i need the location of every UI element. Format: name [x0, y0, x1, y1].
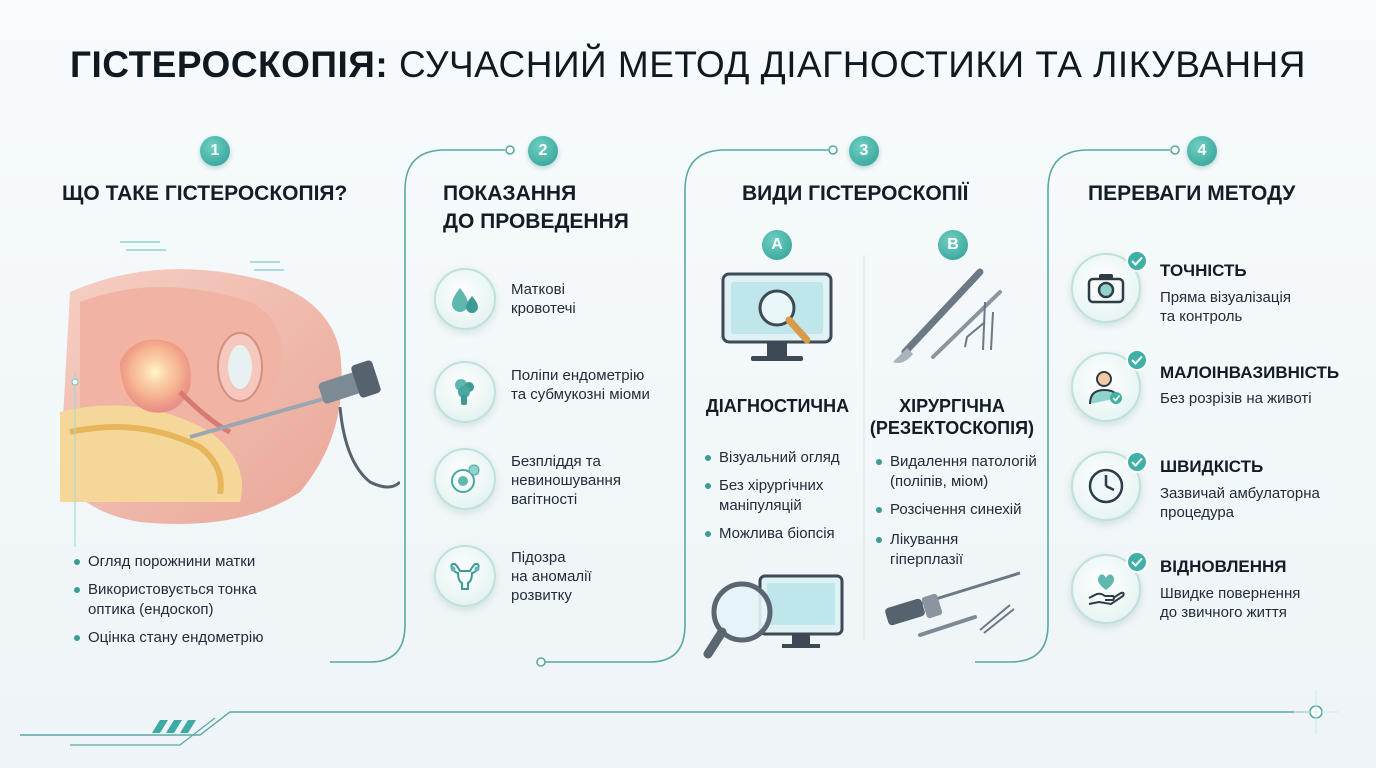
list-item: Можлива біопсія	[705, 524, 835, 544]
list-item: Візуальний огляд	[705, 448, 840, 468]
check-icon	[1126, 451, 1148, 473]
droplets-icon	[434, 268, 496, 330]
surgical-instruments-icon	[893, 268, 1002, 363]
connector-3-4	[975, 149, 1170, 663]
person-icon	[1071, 352, 1141, 422]
advantage-2-title: МАЛОІНВАЗИВНІСТЬ	[1160, 363, 1340, 382]
advantage-4-title: ВІДНОВЛЕННЯ	[1160, 557, 1287, 576]
section4-heading: ПЕРЕВАГИ МЕТОДУ	[1088, 182, 1296, 205]
clock-icon	[1071, 451, 1141, 521]
step-number-2: 2	[528, 136, 558, 166]
step-number-3: 3	[849, 136, 879, 166]
list-item: Видалення патологій(поліпів, міом)	[876, 452, 1037, 492]
check-icon	[1126, 349, 1148, 371]
connector-2-3	[545, 149, 828, 663]
connector-1-2	[330, 149, 505, 663]
step-number-4: 4	[1187, 136, 1217, 166]
type-b-bullets: Видалення патологій(поліпів, міом) Розсі…	[876, 452, 1048, 572]
type-b-title: ХІРУРГІЧНА(РЕЗЕКТОСКОПІЯ)	[869, 396, 1035, 438]
uterus-icon	[434, 545, 496, 607]
polyp-icon	[434, 361, 496, 423]
type-b-badge: B	[938, 230, 968, 260]
anatomy-illustration	[60, 241, 400, 547]
section1-bullets: Огляд порожнини матки Використовується т…	[62, 552, 362, 662]
section3-heading: ВИДИ ГІСТЕРОСКОПІЇ	[742, 182, 969, 205]
title-bold: ГІСТЕРОСКОПІЯ:	[70, 44, 389, 85]
list-item: Оцінка стану ендометрію	[74, 628, 263, 648]
bottom-line	[20, 711, 1310, 736]
monitor-magnifier-icon	[721, 272, 833, 361]
advantage-1-title: ТОЧНІСТЬ	[1160, 261, 1247, 280]
magnifier-monitor-icon	[703, 574, 844, 659]
resectoscope-icon	[885, 571, 1021, 637]
advantage-3-title: ШВИДКІСТЬ	[1160, 457, 1264, 476]
type-a-title: ДІАГНОСТИЧНА	[705, 396, 850, 416]
type-a-badge: A	[762, 230, 792, 260]
title-rest: СУЧАСНИЙ МЕТОД ДІАГНОСТИКИ ТА ЛІКУВАННЯ	[398, 44, 1306, 85]
advantage-2-text: Без розрізів на животі	[1160, 390, 1312, 407]
fertility-icon	[434, 448, 496, 510]
check-icon	[1126, 250, 1148, 272]
step-number-1: 1	[200, 136, 230, 166]
bottom-line-2	[70, 717, 216, 746]
section1-heading: ЩО ТАКЕ ГІСТЕРОСКОПІЯ?	[62, 182, 348, 205]
list-item: Розсічення синехій	[876, 500, 1021, 520]
check-icon	[1126, 551, 1148, 573]
sparkle-icon	[1294, 690, 1338, 734]
list-item: Огляд порожнини матки	[74, 552, 255, 572]
page-title: ГІСТЕРОСКОПІЯ: СУЧАСНИЙ МЕТОД ДІАГНОСТИК…	[0, 44, 1376, 86]
